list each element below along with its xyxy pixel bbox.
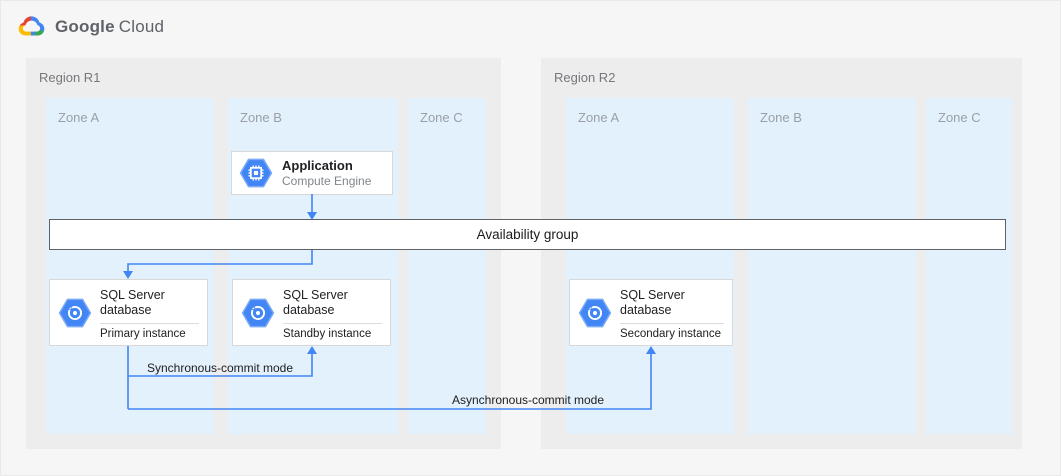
sql-server-icon: [578, 298, 612, 327]
db-instance-label: Primary instance: [100, 328, 186, 340]
zone-label: Zone A: [58, 110, 100, 125]
google-cloud-logo-icon: [18, 16, 45, 36]
availability-group-bar: Availability group: [49, 219, 1006, 250]
sql-server-icon: [58, 298, 92, 327]
sql-server-secondary-card: SQL Server database Secondary instance: [569, 279, 733, 346]
region-r2-zone-b: Zone B: [748, 98, 916, 434]
asynchronous-commit-label: Asynchronous-commit mode: [451, 393, 605, 407]
zone-label: Zone A: [578, 110, 620, 125]
region-r2-zone-a: Zone A: [566, 98, 734, 434]
region-r1-zone-c: Zone C: [408, 98, 486, 434]
application-card: Application Compute Engine: [231, 151, 393, 195]
zone-label: Zone C: [420, 110, 463, 125]
logo-google-word: Google: [55, 16, 115, 36]
synchronous-commit-label: Synchronous-commit mode: [146, 361, 294, 375]
logo-cloud-word: Cloud: [118, 16, 165, 36]
card-text-column: SQL Server database Primary instance: [100, 280, 207, 345]
icon-column: [570, 280, 620, 345]
card-divider: [283, 323, 382, 324]
db-instance-label: Standby instance: [283, 328, 372, 340]
region-r1-zone-b: Zone B: [228, 98, 398, 434]
sql-server-standby-card: SQL Server database Standby instance: [232, 279, 391, 346]
region-r2-zone-c: Zone C: [926, 98, 1012, 434]
zone-label: Zone B: [760, 110, 802, 125]
icon-column: [50, 280, 100, 345]
db-card-title: SQL Server database: [100, 288, 165, 317]
db-card-title: SQL Server database: [620, 288, 685, 317]
application-subtitle: Compute Engine: [282, 173, 372, 188]
sql-server-primary-card: SQL Server database Primary instance: [49, 279, 208, 346]
sql-server-icon: [241, 298, 275, 327]
zone-label: Zone C: [938, 110, 981, 125]
card-text-column: SQL Server database Secondary instance: [620, 280, 732, 345]
region-r1-label: Region R1: [39, 70, 101, 85]
application-title: Application: [282, 157, 353, 173]
db-instance-label: Secondary instance: [620, 328, 722, 340]
region-r2-label: Region R2: [554, 70, 616, 85]
icon-column: [233, 280, 283, 345]
card-text-column: SQL Server database Standby instance: [283, 280, 390, 345]
card-divider: [100, 323, 199, 324]
availability-group-label: Availability group: [476, 227, 579, 242]
db-card-title: SQL Server database: [283, 288, 348, 317]
compute-engine-icon: [239, 158, 273, 188]
zone-label: Zone B: [240, 110, 282, 125]
card-divider: [620, 323, 724, 324]
region-r1-zone-a: Zone A: [46, 98, 214, 434]
application-card-text: Application Compute Engine: [282, 158, 371, 189]
